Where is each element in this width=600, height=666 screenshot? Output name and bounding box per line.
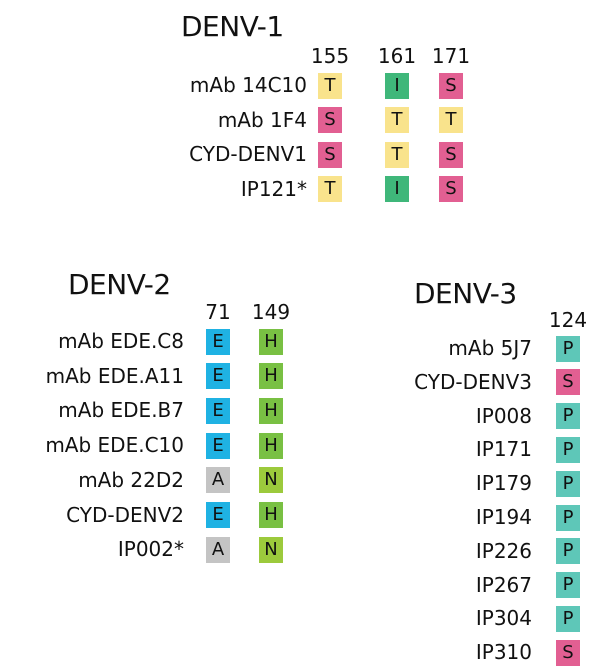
- row-label: IP267: [475, 572, 532, 597]
- position-header: 171: [431, 44, 471, 68]
- residue-cell: P: [556, 436, 580, 463]
- residue-cell: P: [556, 470, 580, 497]
- panel-title: DENV-2: [68, 268, 171, 301]
- residue-cell: N: [259, 467, 283, 494]
- residue-cell: P: [556, 504, 580, 531]
- residue-cell: S: [439, 176, 463, 202]
- position-header: 71: [205, 300, 231, 324]
- row-label: IP171: [475, 437, 532, 462]
- residue-cell: E: [206, 363, 230, 390]
- row-label: mAb EDE.A11: [45, 363, 184, 388]
- panel-title: DENV-3: [414, 277, 517, 310]
- residue-cell: T: [439, 107, 463, 133]
- residue-cell: S: [439, 72, 463, 99]
- residue-cell: P: [556, 538, 580, 565]
- row-label: mAb EDE.B7: [58, 398, 184, 423]
- position-header: 124: [548, 308, 588, 332]
- row-label: IP226: [475, 538, 532, 563]
- residue-cell: E: [206, 328, 230, 355]
- row-label: mAb 22D2: [78, 467, 184, 492]
- residue-cell: I: [385, 72, 409, 99]
- row-label: CYD-DENV3: [414, 369, 532, 394]
- position-header: 155: [310, 44, 350, 68]
- residue-cell: H: [259, 397, 283, 424]
- row-label: IP179: [475, 471, 532, 496]
- residue-cell: I: [385, 176, 409, 202]
- residue-cell: P: [556, 403, 580, 430]
- residue-cell: P: [556, 335, 580, 362]
- residue-cell: S: [318, 107, 342, 133]
- row-label: mAb 5J7: [448, 336, 532, 360]
- row-label: IP310: [475, 640, 532, 665]
- row-label: IP008: [475, 403, 532, 428]
- residue-cell: H: [259, 328, 283, 355]
- row-label: CYD-DENV1: [189, 142, 307, 166]
- residue-cell: T: [318, 176, 342, 202]
- residue-cell: H: [259, 432, 283, 459]
- position-header: 161: [377, 44, 417, 68]
- residue-cell: T: [385, 107, 409, 133]
- residue-cell: A: [206, 467, 230, 494]
- residue-cell: H: [259, 502, 283, 528]
- residue-cell: T: [318, 72, 342, 99]
- residue-cell: E: [206, 432, 230, 459]
- row-label: mAb 1F4: [217, 107, 307, 132]
- row-label: IP194: [475, 505, 532, 529]
- row-label: mAb 14C10: [189, 73, 307, 97]
- residue-cell: E: [206, 502, 230, 528]
- panel-title: DENV-1: [181, 10, 284, 43]
- residue-cell: H: [259, 363, 283, 390]
- residue-cell: S: [318, 141, 342, 168]
- row-label: IP002*: [117, 537, 184, 562]
- row-label: mAb EDE.C10: [45, 433, 184, 458]
- residue-cell: P: [556, 572, 580, 599]
- row-label: IP121*: [240, 176, 307, 201]
- residue-cell: A: [206, 536, 230, 563]
- residue-cell: T: [385, 141, 409, 168]
- residue-cell: E: [206, 397, 230, 424]
- row-label: mAb EDE.C8: [58, 329, 184, 353]
- row-label: CYD-DENV2: [66, 502, 184, 527]
- residue-cell: N: [259, 536, 283, 563]
- residue-cell: S: [439, 141, 463, 168]
- position-header: 149: [251, 300, 291, 324]
- row-label: IP304: [475, 606, 532, 631]
- residue-cell: P: [556, 605, 580, 632]
- residue-cell: S: [556, 639, 580, 666]
- residue-cell: S: [556, 369, 580, 396]
